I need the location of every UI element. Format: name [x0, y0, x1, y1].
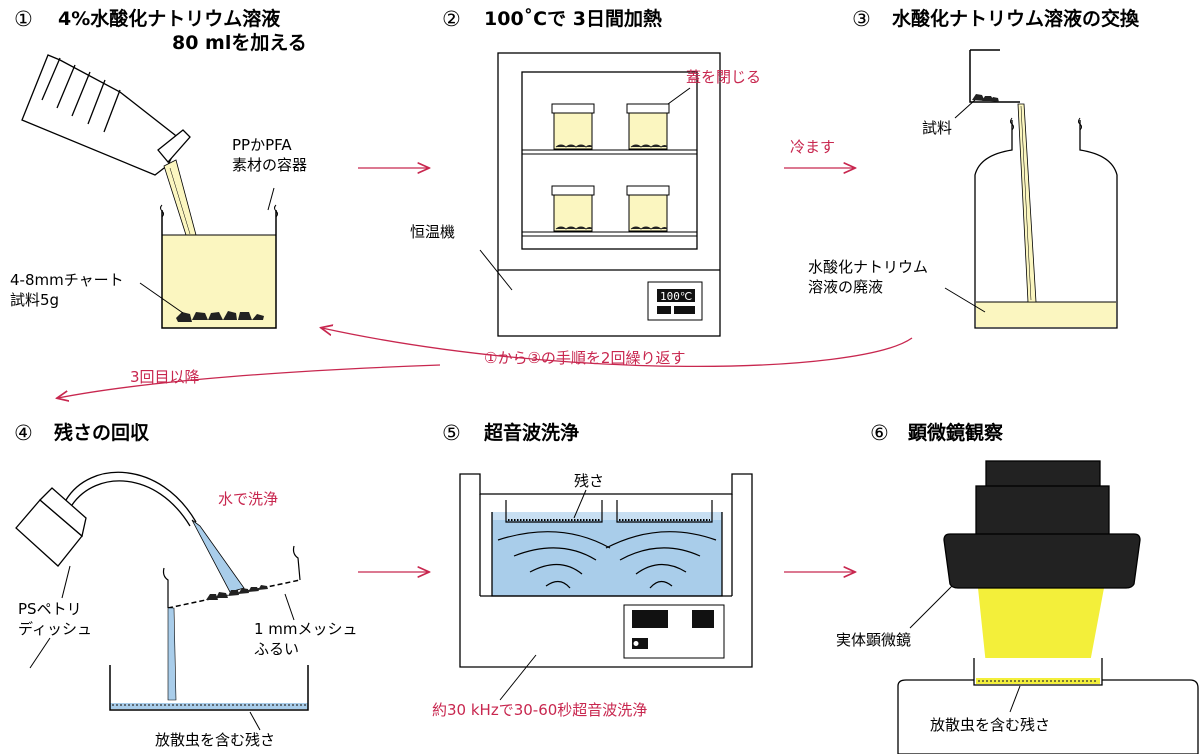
step-5-number: ⑤ — [442, 421, 461, 445]
sample-jar — [626, 103, 670, 150]
microscope-label: 実体顕微鏡 — [836, 631, 911, 649]
incubator-label: 恒温機 — [410, 223, 455, 241]
filtrate-stream — [167, 607, 177, 701]
step-1-title-line2: 80 mlを加える — [172, 32, 307, 54]
temperature-display — [657, 289, 695, 302]
after-third-label: 3回目以降 — [130, 368, 200, 386]
step-6: ⑥ 顕微鏡観察 実体顕微鏡 放散虫を含む残さ — [836, 421, 1199, 754]
sample-jar — [551, 103, 595, 150]
sample-label: 試料 — [922, 119, 952, 137]
step-6-title: 顕微鏡観察 — [908, 421, 1004, 444]
residue-micro-label: 放散虫を含む残さ — [930, 716, 1050, 734]
step-5-title: 超音波洗浄 — [483, 421, 579, 444]
repeat-label: ①から③の手順を2回繰り返す — [484, 349, 685, 367]
step-5: ⑤ 超音波洗浄 残さ 約30 kHzで30-60秒 — [432, 421, 753, 719]
sample-jar — [551, 185, 595, 232]
pp-container — [161, 210, 277, 329]
sample-jar — [626, 185, 670, 232]
step-1: ① 4%水酸化ナトリウム溶液 80 mlを加える — [10, 7, 307, 329]
step-6-number: ⑥ — [870, 421, 889, 445]
sieve-label: 1 mmメッシュ — [254, 620, 358, 638]
residue-collect-label: 放散虫を含む残さ — [155, 731, 275, 749]
after-third-arrow — [58, 364, 441, 398]
step-2-title: 100˚Cで 3日間加熱 — [484, 7, 662, 30]
wash-bottle — [15, 471, 197, 567]
step-1-title: 4%水酸化ナトリウム溶液 — [58, 7, 281, 30]
water-bath — [491, 512, 723, 597]
step-3-number: ③ — [852, 7, 871, 31]
tilted-container — [969, 50, 1020, 103]
step-2: ② 100˚Cで 3日間加熱 蓋を閉じる — [410, 7, 761, 337]
sample-size-label: 4-8mmチャート — [10, 271, 124, 289]
waste-bottle — [974, 120, 1118, 329]
residue-label: 残さ — [574, 472, 604, 490]
sieve-label-line2: ふるい — [254, 640, 299, 658]
waste-label-line2: 溶液の廃液 — [808, 278, 883, 296]
temperature-display-value: 100℃ — [660, 290, 692, 303]
cool-label: 冷ます — [790, 138, 835, 156]
step-3-title: 水酸化ナトリウム溶液の交換 — [892, 7, 1140, 30]
step-4-number: ④ — [14, 421, 33, 445]
repeat-arrow — [322, 328, 913, 368]
sample-weight-label: 試料5g — [10, 291, 59, 309]
petri-dish — [109, 665, 309, 711]
step-2-number: ② — [442, 7, 461, 31]
container-label-line2: 素材の容器 — [232, 156, 307, 174]
stereo-microscope — [943, 460, 1141, 589]
close-lid-label: 蓋を閉じる — [686, 68, 761, 86]
step-3: ③ 水酸化ナトリウム溶液の交換 試料 水酸化ナトリウム 溶液の廃液 — [808, 7, 1140, 329]
wash-label: 水で洗浄 — [218, 490, 278, 508]
step-4-title: 残さの回収 — [54, 421, 150, 444]
waste-stream — [1017, 103, 1037, 303]
solution-stream — [163, 159, 197, 236]
microscope-stage — [897, 679, 1199, 754]
step-4: ④ 残さの回収 水で洗浄 PSペトリ ディッシュ 1 mmメッシュ ふるい — [14, 421, 358, 749]
incubator-chamber — [521, 71, 698, 250]
ultrasonic-waves — [497, 531, 717, 589]
container-label: PPかPFA — [232, 136, 292, 154]
step-1-number: ① — [14, 7, 33, 31]
mesh-sieve — [162, 545, 301, 609]
water-stream — [191, 519, 245, 593]
dish-label-line2: ディッシュ — [18, 620, 92, 638]
ultrasonic-label: 約30 kHzで30-60秒超音波洗浄 — [432, 701, 647, 719]
waste-label: 水酸化ナトリウム — [808, 258, 928, 276]
pouring-bottle — [21, 54, 191, 176]
chert-sample — [176, 311, 264, 322]
dish-label: PSペトリ — [18, 600, 82, 618]
